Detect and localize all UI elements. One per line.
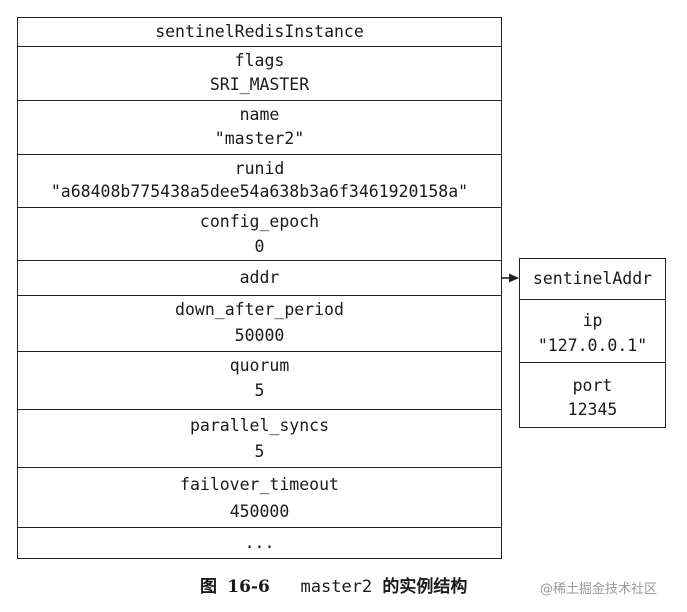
field-flags: flags SRI_MASTER: [18, 47, 501, 101]
addr-field-ip: ip "127.0.0.1": [520, 300, 665, 363]
field-value: 0: [254, 237, 265, 256]
figure-caption: 图 16-6 master2 的实例结构: [200, 572, 467, 597]
field-value: 450000: [229, 502, 290, 521]
caption-figure-label: 图: [200, 577, 217, 597]
addr-struct-header: sentinelAddr: [520, 259, 665, 300]
field-name: failover_timeout: [180, 475, 339, 494]
field-value: "a68408b775438a5dee54a638b3a6f3461920158…: [50, 182, 469, 201]
field-value: 5: [254, 381, 265, 400]
field-name: port: [572, 376, 613, 395]
field-name-attr: name "master2": [18, 101, 501, 155]
caption-figure-number: 16-6: [227, 577, 270, 597]
caption-description: 的实例结构: [382, 577, 468, 597]
field-value: 12345: [567, 400, 618, 419]
field-name: name: [239, 105, 280, 124]
field-value: 5: [254, 442, 265, 461]
field-name: flags: [234, 51, 285, 70]
ellipsis-label: ...: [244, 532, 275, 552]
field-name: runid: [234, 159, 285, 178]
sentinel-redis-instance-struct: sentinelRedisInstance flags SRI_MASTER n…: [17, 17, 502, 559]
addr-field-port: port 12345: [520, 363, 665, 426]
field-value: "master2": [214, 129, 305, 148]
field-name: addr: [239, 268, 280, 287]
struct-header-label: sentinelRedisInstance: [155, 22, 364, 41]
watermark: @稀土掘金技术社区: [540, 582, 658, 597]
field-name: down_after_period: [175, 300, 344, 319]
field-value: 50000: [234, 326, 285, 345]
sentinel-addr-struct: sentinelAddr ip "127.0.0.1" port 12345: [519, 258, 666, 428]
field-quorum: quorum 5: [18, 352, 501, 410]
caption-subject: master2: [300, 577, 373, 597]
field-ellipsis: ...: [18, 528, 501, 557]
addr-struct-header-label: sentinelAddr: [532, 269, 653, 288]
field-name: parallel_syncs: [189, 416, 330, 435]
field-name: ip: [582, 311, 603, 330]
field-value: SRI_MASTER: [209, 75, 310, 94]
field-failover-timeout: failover_timeout 450000: [18, 468, 501, 528]
field-value: "127.0.0.1": [537, 336, 648, 355]
field-parallel-syncs: parallel_syncs 5: [18, 410, 501, 468]
field-down-after-period: down_after_period 50000: [18, 296, 501, 352]
field-addr: addr: [18, 261, 501, 296]
field-config-epoch: config_epoch 0: [18, 208, 501, 261]
field-name: config_epoch: [199, 212, 320, 231]
field-runid: runid "a68408b775438a5dee54a638b3a6f3461…: [18, 155, 501, 208]
struct-header: sentinelRedisInstance: [18, 18, 501, 47]
field-name: quorum: [229, 356, 290, 375]
